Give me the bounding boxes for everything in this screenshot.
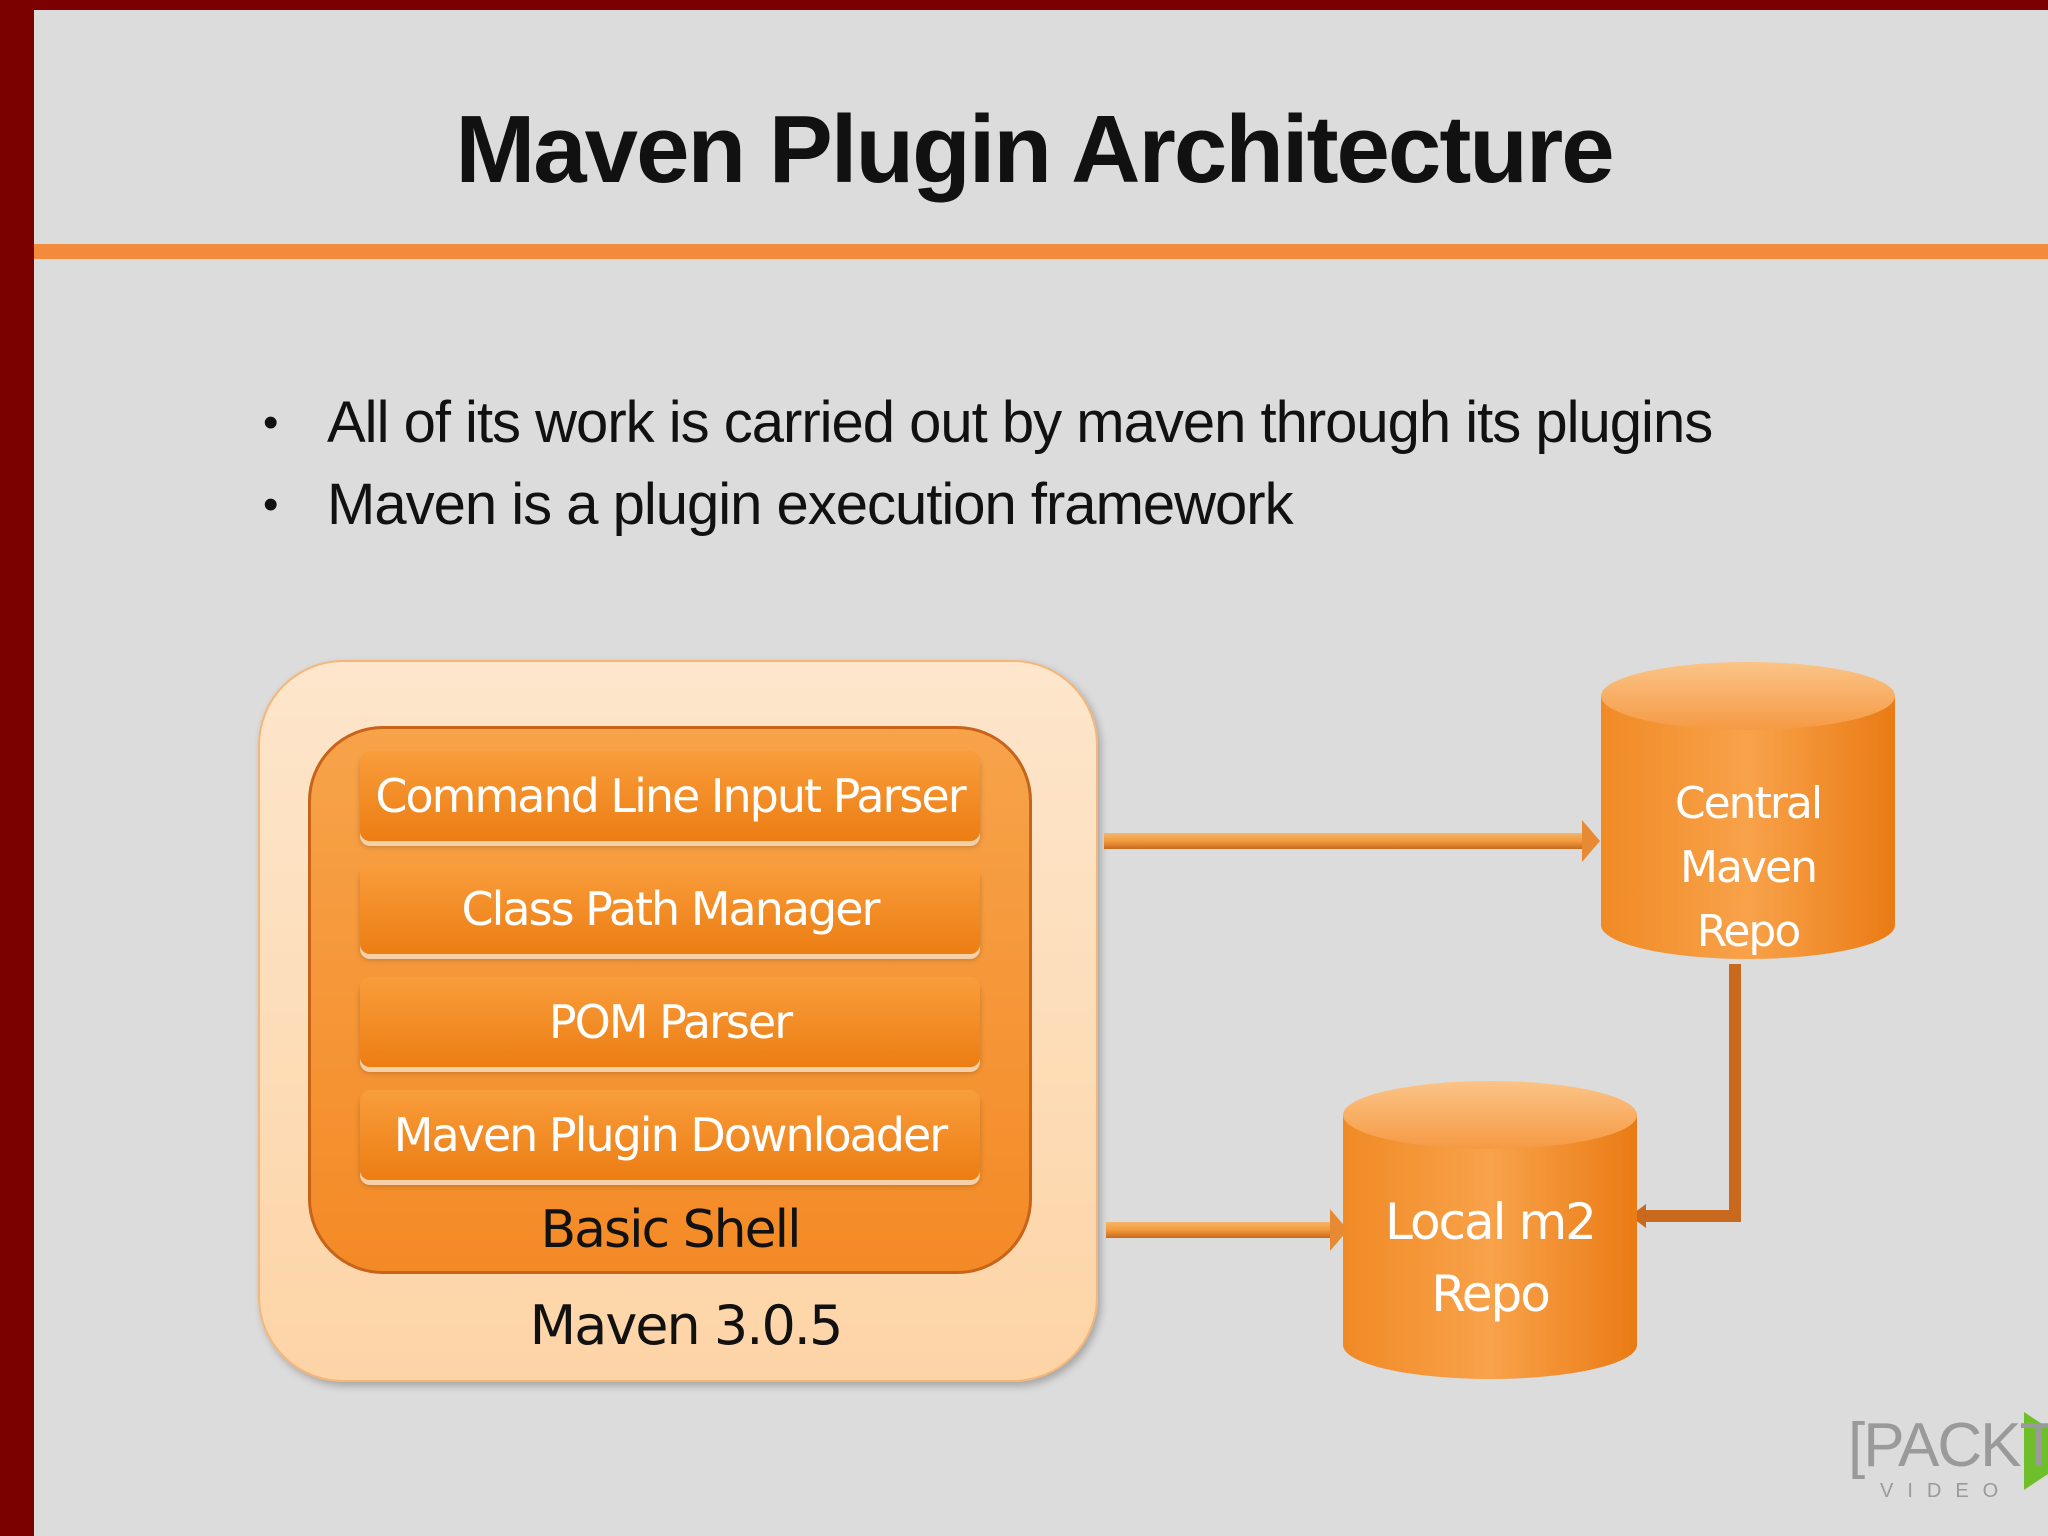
central-repo-label-line2: Repo	[1696, 906, 1802, 957]
left-frame-border	[0, 0, 34, 1536]
top-frame-border	[0, 0, 2048, 10]
central-repo-label-line1: Central Maven	[1674, 778, 1823, 893]
bullet-text: Maven is a plugin execution framework	[327, 472, 1294, 537]
bullet-item: • Maven is a plugin execution framework	[255, 464, 1712, 546]
component-pom-parser: POM Parser	[360, 977, 980, 1067]
arrow-to-local-repo	[1106, 1209, 1348, 1251]
bullet-dot-icon: •	[263, 398, 278, 447]
connector-central-to-local	[1630, 964, 1741, 1228]
packt-logo-subtext: VIDEO	[1880, 1480, 2013, 1502]
bullet-dot-icon: •	[263, 480, 278, 529]
title-underline	[34, 244, 2048, 259]
local-repo-label-line2: Repo	[1431, 1265, 1551, 1323]
packt-logo-text: [PACKT]	[1848, 1411, 2048, 1480]
component-plugin-downloader: Maven Plugin Downloader	[360, 1090, 980, 1180]
arrow-to-central-repo	[1104, 820, 1600, 862]
local-repo-label: Local m2 Repo	[1343, 1186, 1637, 1330]
component-class-path-manager: Class Path Manager	[360, 864, 980, 954]
component-command-line-parser: Command Line Input Parser	[360, 751, 980, 841]
bullet-list: • All of its work is carried out by maven…	[255, 382, 1713, 546]
central-repo-cylinder	[1601, 662, 1895, 959]
maven-version-label: Maven 3.0.5	[529, 1294, 844, 1357]
local-repo-label-line1: Local m2	[1384, 1193, 1597, 1251]
bullet-item: • All of its work is carried out by maven…	[255, 382, 1713, 464]
local-repo-cylinder	[1343, 1081, 1637, 1379]
central-repo-label: Central Maven Repo	[1601, 772, 1895, 964]
basic-shell-label: Basic Shell	[540, 1200, 801, 1260]
packt-logo-icon	[2024, 1412, 2048, 1490]
slide-title: Maven Plugin Architecture	[455, 96, 1614, 203]
bullet-text: All of its work is carried out by maven …	[327, 390, 1713, 455]
